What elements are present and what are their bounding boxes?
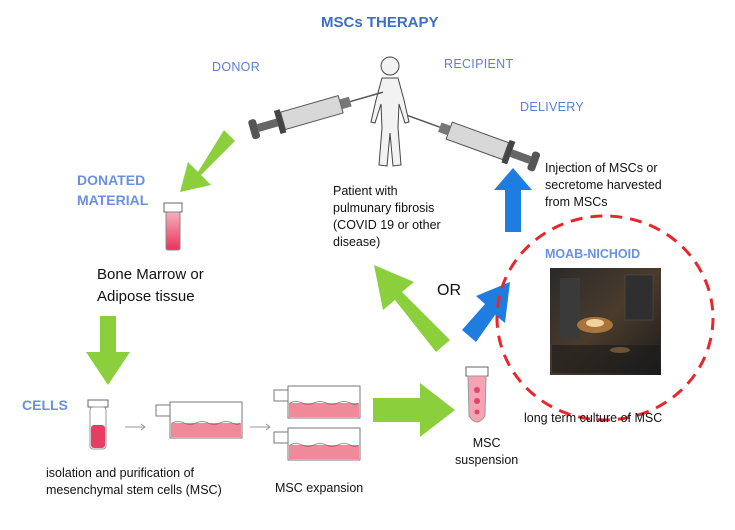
bone-marrow-text: Bone Marrow or Adipose tissue bbox=[97, 266, 204, 305]
long-term-text: long term culture of MSC bbox=[524, 411, 663, 425]
blue-arrow-moab bbox=[462, 282, 510, 342]
page-title: MSCs THERAPY bbox=[321, 14, 439, 31]
blue-arrow-up bbox=[494, 168, 532, 232]
recipient-label: RECIPIENT bbox=[444, 57, 514, 71]
suspension-text: MSC suspension bbox=[455, 436, 519, 467]
green-arrow-donor bbox=[180, 130, 235, 192]
isolation-text: isolation and purification of mesenchyma… bbox=[46, 466, 222, 497]
green-arrow-right bbox=[373, 383, 455, 437]
culture-flask-icon bbox=[155, 401, 243, 439]
syringe-icon bbox=[407, 114, 541, 172]
test-tube-icon bbox=[465, 366, 489, 423]
green-arrow-down bbox=[86, 316, 130, 385]
delivery-label: DELIVERY bbox=[520, 100, 585, 114]
or-label: OR bbox=[437, 282, 461, 299]
cells-label: CELLS bbox=[22, 397, 68, 413]
human-figure-icon bbox=[370, 56, 410, 167]
injection-text: Injection of MSCs or secretome harvested… bbox=[545, 161, 662, 209]
moab-nichoid-label: MOAB-NICHOID bbox=[545, 247, 641, 261]
culture-flask-icon bbox=[273, 427, 361, 461]
patient-text: Patient with pulmunary fibrosis (COVID 1… bbox=[333, 184, 441, 249]
process-arrow bbox=[125, 423, 271, 431]
donor-label: DONOR bbox=[212, 60, 261, 74]
expansion-text: MSC expansion bbox=[275, 481, 364, 495]
culture-flask-icon bbox=[273, 385, 361, 419]
bioreactor-photo bbox=[550, 268, 661, 375]
moab-dashed-circle bbox=[495, 214, 715, 422]
green-arrow-patient bbox=[374, 265, 450, 352]
donated-material-label: DONATED MATERIAL bbox=[77, 172, 149, 208]
syringe-icon bbox=[248, 91, 384, 140]
test-tube-icon bbox=[87, 399, 109, 450]
test-tube-icon bbox=[163, 202, 183, 251]
